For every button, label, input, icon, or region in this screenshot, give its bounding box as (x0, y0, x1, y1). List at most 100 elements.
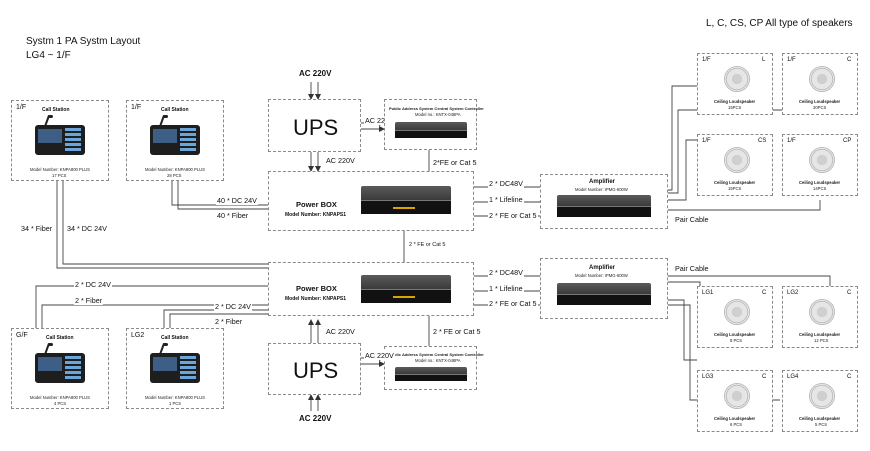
speaker-box-lg1: LG1 C Ceiling Loudspeaker 8 PCS (697, 286, 773, 348)
ac-in-top-label: AC 220V (299, 69, 332, 78)
top-fiber-label: 40 * Fiber (216, 211, 250, 220)
pair-cable-1-label: Pair Cable (674, 215, 710, 224)
speaker-box-lg3: LG3 C Ceiling Loudspeaker 6 PCS (697, 370, 773, 432)
ups1-ac-down-label: AC 220V (325, 156, 356, 165)
speaker-location: LG2 (787, 290, 799, 296)
speaker-type: C (847, 57, 852, 63)
call-station-box-gf: G/F Call Station Model Number: KNPA800 P… (11, 328, 109, 409)
power-box-2: Power BOX Model Number: KNPAPS1 (268, 262, 474, 316)
speaker-location: 1/F (702, 57, 711, 63)
amplifier-model: Model Number: IPMG-600W (575, 273, 628, 278)
speaker-label: Ceiling Loudspeaker (714, 180, 756, 185)
amplifier-title: Amplifier (589, 265, 616, 271)
amp2-dc48-label: 2 * DC48V (488, 268, 524, 277)
diagram-title: Systm 1 PA Systm Layout (26, 36, 141, 47)
call-station-label: Call Station (161, 335, 189, 341)
speaker-box-1f-cp: 1/F CP Ceiling Loudspeaker 14PCS (782, 134, 858, 196)
call-station-device (147, 115, 203, 157)
call-station-label: Call Station (161, 107, 189, 113)
amp2-lifeline-label: 1 * Lifeline (488, 284, 524, 293)
speaker-qty: 8 PCS (730, 338, 743, 343)
ceiling-speaker-icon (809, 66, 835, 92)
controller-box-bottom: Public Address System Central System Con… (384, 346, 484, 390)
ups-box-top: UPS (268, 99, 361, 152)
call-station-model: Model Number: KNPA800 PLUS (30, 395, 90, 400)
amp2-to-spk-lg3 (668, 299, 697, 361)
speaker-label: Ceiling Loudspeaker (799, 416, 841, 421)
gf-dc24-line (35, 285, 268, 328)
call-station-model: Model Number: KNPA800 PLUS (145, 395, 205, 400)
gf-fiber-line (41, 304, 268, 328)
amplifier-model: Model Number: IPMG-600W (575, 187, 628, 192)
speaker-qty: 12 PCS (814, 338, 829, 343)
cs1-dc24-line (62, 181, 268, 265)
speaker-location: 1/F (702, 138, 711, 144)
lg2-fiber-label: 2 * Fiber (214, 317, 244, 326)
amp2-fe-label: 2 * FE or Cat 5 (488, 299, 538, 308)
ac-in-bottom-label: AC 220V (299, 414, 332, 423)
speaker-qty: 15PCS (728, 186, 742, 191)
call-station-device (147, 343, 203, 385)
controller-label: Public Address System Central System Con… (389, 106, 484, 111)
speaker-box-1f-cs: 1/F CS Ceiling Loudspeaker 15PCS (697, 134, 773, 196)
ceiling-speaker-icon (724, 66, 750, 92)
location-label: 1/F (131, 104, 142, 111)
speaker-qty: 14PCS (813, 186, 827, 191)
ceiling-speaker-icon (724, 299, 750, 325)
top-dc24-label: 40 * DC 24V (216, 196, 258, 205)
amp1-dc48-label: 2 * DC48V (488, 179, 524, 188)
amp2-to-spk-lg1 (668, 281, 701, 286)
location-label: G/F (16, 332, 28, 339)
call-station-model: Model Number: KNPA800 PLUS (30, 167, 90, 172)
speaker-location: LG4 (787, 374, 799, 380)
left-fiber-label: 34 * Fiber (20, 224, 54, 233)
speaker-type: CS (758, 138, 767, 144)
speaker-box-1f-c: 1/F C Ceiling Loudspeaker 30PCS (782, 53, 858, 115)
ups-box-bottom: UPS (268, 343, 361, 395)
speaker-qty: 6 PCS (730, 422, 743, 427)
speaker-label: Ceiling Loudspeaker (799, 180, 841, 185)
speaker-location: LG1 (702, 290, 714, 296)
location-label: 1/F (16, 104, 27, 111)
amplifier-device (557, 283, 651, 305)
call-station-qty: 1 PCS (169, 401, 182, 406)
lg2-dc24-label: 2 * DC 24V (214, 302, 252, 311)
speaker-label: Ceiling Loudspeaker (714, 332, 756, 337)
speaker-label: Ceiling Loudspeaker (714, 99, 756, 104)
controller-model: Model no.: KNTX-048PA (415, 112, 461, 117)
call-station-qty: 17 PCS (52, 173, 67, 178)
ups1-ac-side-label: AC 220V (364, 116, 395, 125)
call-station-device (32, 115, 88, 157)
gf-dc24-label: 2 * DC 24V (74, 280, 112, 289)
controller-device (395, 122, 467, 138)
ups-label: UPS (293, 115, 339, 140)
speaker-type: C (847, 290, 852, 296)
call-station-box-lg2: LG2 Call Station Model Number: KNPA800 P… (126, 328, 224, 409)
controller-model: Model no.: KNTX-048PA (415, 358, 461, 363)
call-station-label: Call Station (42, 107, 70, 113)
call-station-model: Model Number: KNPA800 PLUS (145, 167, 205, 172)
ctrl2-fe-label: 2 * FE or Cat 5 (432, 327, 482, 336)
ceiling-speaker-icon (809, 299, 835, 325)
call-station-box-1f-a: 1/F Call Station Model Number: KNPA800 P… (11, 100, 109, 181)
speaker-type: C (847, 374, 852, 380)
power-box-1: Power BOX Model Number: KNPAPS1 (268, 171, 474, 231)
ups2-ac-up-label: AC 220V (325, 327, 356, 336)
speaker-type: C (762, 374, 767, 380)
amp1-to-spk-l (668, 85, 697, 191)
amp1-to-spk-cp (668, 200, 821, 211)
amp1-fe-label: 2 * FE or Cat 5 (488, 211, 538, 220)
speaker-type: L (762, 57, 766, 63)
pair-cable-2-label: Pair Cable (674, 264, 710, 273)
speaker-location: 1/F (787, 138, 796, 144)
speaker-type: CP (843, 138, 852, 144)
ceiling-speaker-icon (724, 147, 750, 173)
ups2-ac-side-label: AC 220V (364, 351, 395, 360)
amp2-to-spk-lg2 (668, 275, 831, 286)
speaker-label: Ceiling Loudspeaker (714, 416, 756, 421)
power-box-model: Model Number: KNPAPS1 (285, 212, 347, 218)
gf-fiber-label: 2 * Fiber (74, 296, 104, 305)
amplifier-box-1: Amplifier Model Number: IPMG-600W (540, 174, 668, 229)
cs2-dc24-line (171, 181, 268, 206)
cs2-fiber-line (177, 181, 268, 210)
